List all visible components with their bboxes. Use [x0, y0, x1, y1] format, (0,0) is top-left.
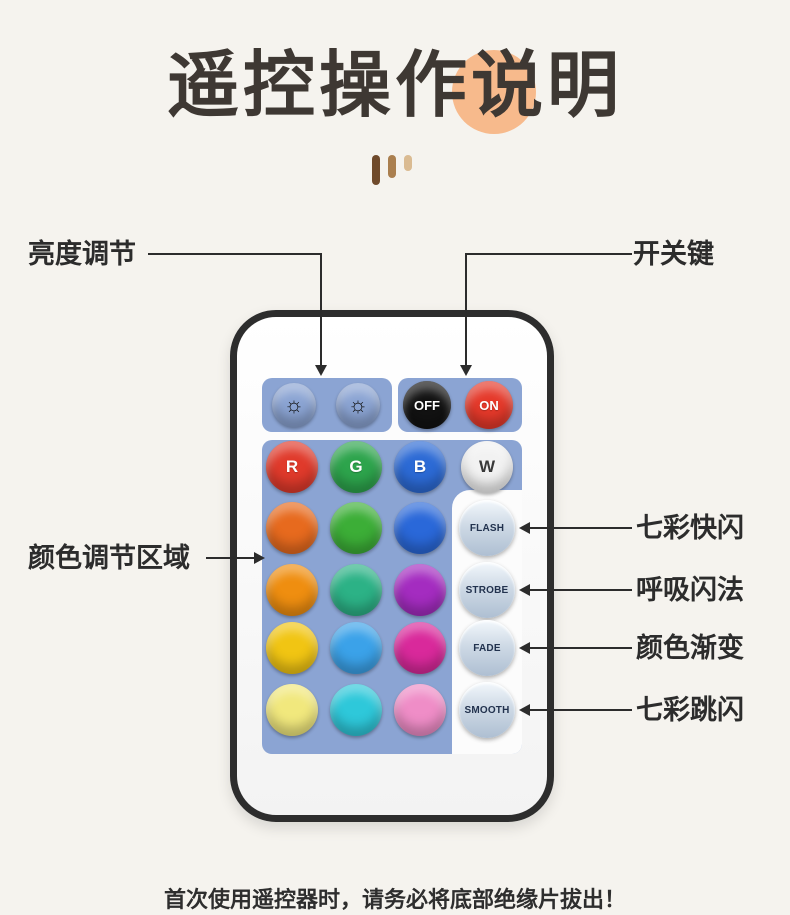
label-strobe-mode: 呼吸闪法 [636, 575, 744, 605]
fade-arrowhead-icon [519, 642, 530, 654]
brightness-arrow-line [148, 253, 322, 255]
brightness-down-icon: ☼ [283, 392, 305, 417]
flash-button-label: FLASH [469, 522, 505, 534]
color-button [266, 564, 318, 616]
color-area-arrowhead-icon [254, 552, 265, 564]
off-button: OFF [403, 381, 451, 429]
green-button: G [330, 441, 382, 493]
deco-bar [404, 155, 412, 171]
color-button [330, 502, 382, 554]
flash-arrowhead-icon [519, 522, 530, 534]
fade-button: FADE [459, 620, 515, 676]
strobe-arrow-line [530, 589, 632, 591]
on-button-label: ON [479, 397, 499, 413]
red-button: R [266, 441, 318, 493]
strobe-button: STROBE [459, 562, 515, 618]
deco-bar [372, 155, 380, 185]
power-arrow-line [466, 253, 632, 255]
page-title: 遥控操作说明 [166, 46, 623, 126]
title-block: 遥控操作说明 [0, 36, 790, 166]
color-button [266, 622, 318, 674]
color-button [330, 564, 382, 616]
color-button [394, 564, 446, 616]
remote-control: ☼ ☼ OFF ON R G B W [230, 310, 554, 822]
dimmer-panel [262, 378, 392, 432]
red-button-label: R [285, 457, 299, 476]
brightness-up-icon: ☼ [347, 392, 369, 417]
color-button [330, 622, 382, 674]
smooth-button-label: SMOOTH [464, 704, 510, 716]
green-button-label: G [349, 457, 363, 476]
label-fade-mode: 颜色渐变 [636, 633, 744, 663]
fade-arrow-line [530, 647, 632, 649]
flash-arrow-line [530, 527, 632, 529]
blue-button: B [394, 441, 446, 493]
brightness-down-button: ☼ [272, 383, 316, 427]
brightness-up-button: ☼ [336, 383, 380, 427]
label-flash-mode: 七彩快闪 [636, 513, 744, 543]
smooth-arrow-line [530, 709, 632, 711]
label-color-area: 颜色调节区域 [28, 543, 190, 573]
color-button [330, 684, 382, 736]
strobe-arrowhead-icon [519, 584, 530, 596]
brightness-arrowhead-icon [315, 365, 327, 376]
fade-button-label: FADE [473, 642, 501, 654]
blue-button-label: B [413, 457, 427, 476]
title-accent-circle [452, 50, 536, 134]
color-button [394, 502, 446, 554]
white-button: W [461, 441, 513, 493]
label-power: 开关键 [633, 239, 714, 269]
on-button: ON [465, 381, 513, 429]
power-arrowhead-icon [460, 365, 472, 376]
off-button-label: OFF [414, 397, 440, 413]
power-arrow-line [465, 253, 467, 365]
strobe-button-label: STROBE [465, 584, 509, 596]
color-area-arrow-line [206, 557, 254, 559]
label-smooth-mode: 七彩跳闪 [636, 695, 744, 725]
white-button-label: W [478, 457, 496, 476]
flash-button: FLASH [459, 500, 515, 556]
deco-bar [388, 155, 396, 178]
brightness-arrow-line [320, 253, 322, 365]
label-brightness: 亮度调节 [28, 239, 136, 269]
color-button [266, 684, 318, 736]
color-button [394, 684, 446, 736]
title-divider [372, 155, 412, 185]
footer-note: 首次使用遥控器时，请务必将底部绝缘片拔出！ [163, 887, 626, 912]
smooth-button: SMOOTH [459, 682, 515, 738]
smooth-arrowhead-icon [519, 704, 530, 716]
color-button [394, 622, 446, 674]
color-button [266, 502, 318, 554]
